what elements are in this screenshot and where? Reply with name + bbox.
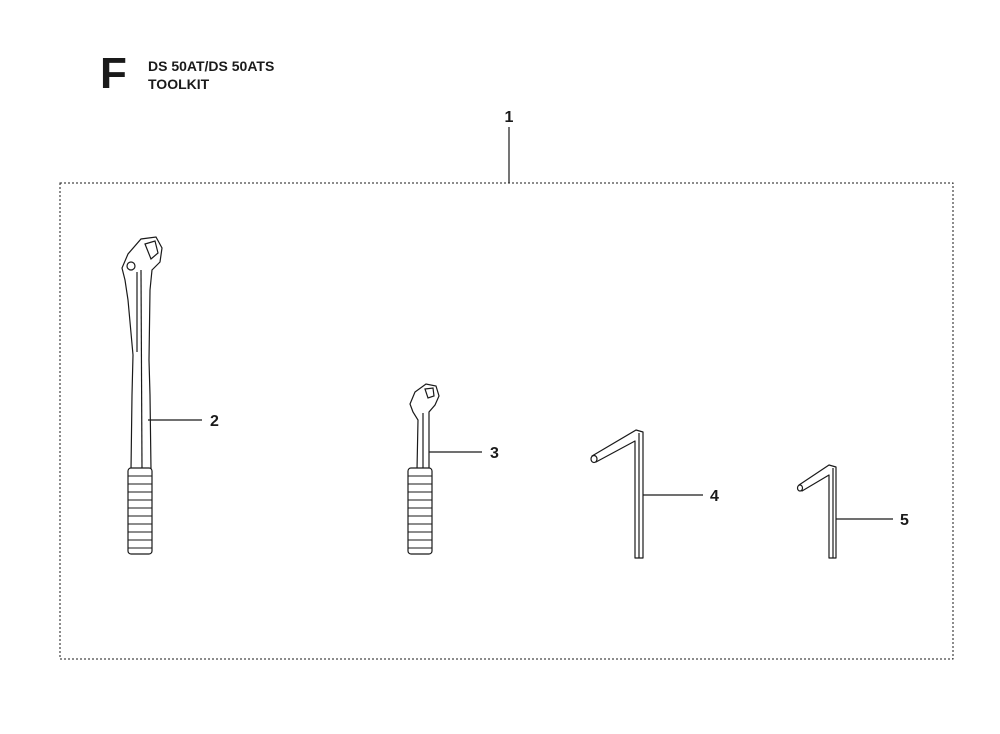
callout-4[interactable]: 4	[710, 488, 719, 505]
callout-5[interactable]: 5	[900, 512, 909, 529]
callout-1[interactable]: 1	[505, 109, 514, 126]
model-name: DS 50AT/DS 50ATS	[148, 58, 275, 74]
kit-boundary-box	[59, 182, 954, 660]
large-hex-key-icon[interactable]	[590, 429, 644, 559]
callout-2[interactable]: 2	[210, 413, 219, 430]
large-wrench-icon[interactable]	[121, 236, 163, 555]
section-letter: F	[100, 49, 127, 98]
page-title: TOOLKIT	[148, 76, 210, 92]
small-wrench-icon[interactable]	[407, 383, 440, 555]
small-hex-key-icon[interactable]	[796, 464, 837, 559]
callout-3[interactable]: 3	[490, 445, 499, 462]
